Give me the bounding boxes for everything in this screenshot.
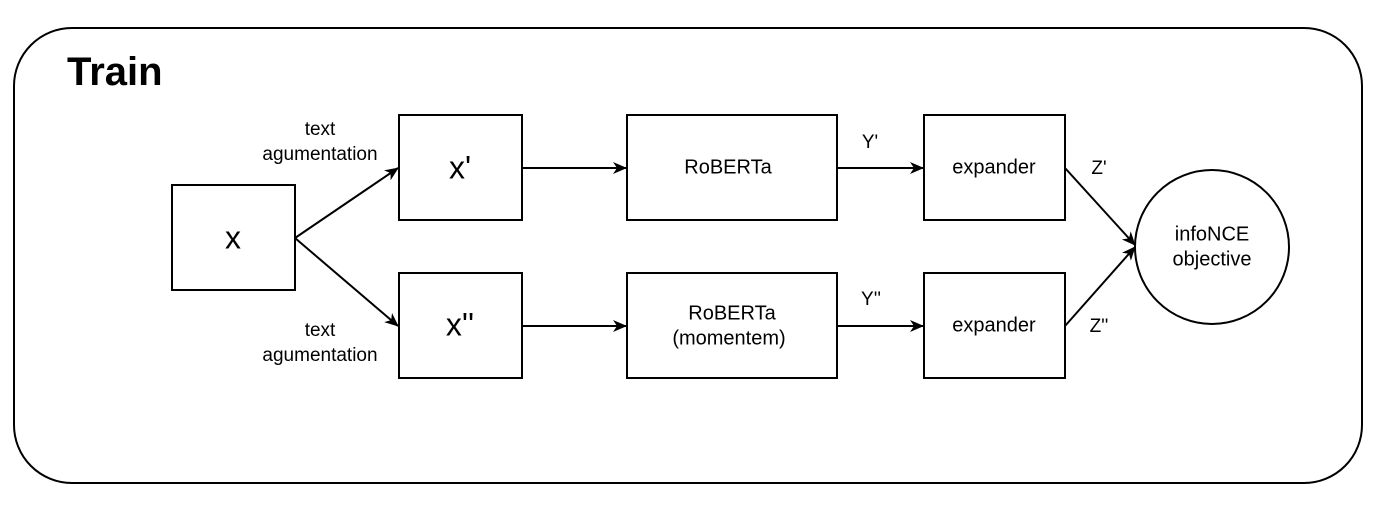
edge-label-y1: Y' xyxy=(862,132,878,153)
node-x-box xyxy=(171,184,296,291)
frame-title: Train xyxy=(67,50,163,94)
edge-label-aug-bottom-line1: text xyxy=(305,320,336,341)
node-expander2-box xyxy=(923,272,1066,379)
node-objective-label-line2: objective xyxy=(1173,248,1252,270)
edge-label-z2: Z'' xyxy=(1090,316,1109,337)
node-objective-circle xyxy=(1134,169,1290,325)
node-x1-label: x' xyxy=(449,149,471,185)
node-roberta-momentum-box xyxy=(626,272,838,379)
edge-x-to-x1 xyxy=(294,167,399,239)
edge-x-to-x2 xyxy=(294,237,399,327)
edge-expander2-to-objective xyxy=(1064,246,1136,327)
node-expander1-box xyxy=(923,114,1066,221)
edge-expander1-to-objective xyxy=(1064,167,1136,246)
node-roberta-box xyxy=(626,114,838,221)
node-x2-box xyxy=(398,272,523,379)
node-objective-label-line1: infoNCE xyxy=(1175,223,1249,245)
edge-label-y2: Y'' xyxy=(861,289,881,310)
node-x-label: x xyxy=(225,219,241,255)
edge-label-aug-top-line2: agumentation xyxy=(262,144,377,165)
edge-label-aug-bottom-line2: agumentation xyxy=(262,345,377,366)
node-roberta-momentum-label-line1: RoBERTa xyxy=(688,302,776,324)
node-roberta-label: RoBERTa xyxy=(684,156,772,178)
node-x1-box xyxy=(398,114,523,221)
edge-label-aug-top-line1: text xyxy=(305,119,336,140)
node-expander1-label: expander xyxy=(952,156,1036,178)
node-expander2-label: expander xyxy=(952,314,1036,336)
node-roberta-momentum-label-line2: (momentem) xyxy=(672,327,785,349)
node-x2-label: x'' xyxy=(446,306,474,342)
edge-label-z1: Z' xyxy=(1091,158,1106,179)
